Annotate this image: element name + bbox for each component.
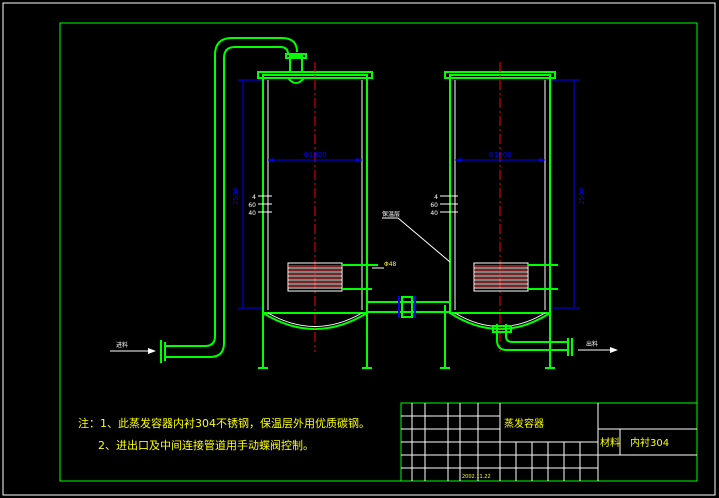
title-block-material-value: 内衬304 <box>630 436 669 449</box>
left-vessel <box>238 53 378 369</box>
title-block-date: 2002.11.22 <box>462 474 491 480</box>
callout-insulation: 保温层 <box>382 210 400 218</box>
title-block: 蒸发容器 材料 内衬304 2002.11.22 <box>400 402 698 482</box>
drawing-frame <box>59 22 698 482</box>
right-diameter-label: Φ1000 <box>488 151 511 159</box>
butterfly-valve <box>401 296 413 318</box>
note-line-1: 注：1、此蒸发容器内衬304不锈钢，保温层外用优质碳钢。 <box>78 417 370 430</box>
left-top-nozzle <box>289 55 303 73</box>
right-height-label: 2500 <box>578 187 586 205</box>
inlet-label: 进料 <box>116 341 128 349</box>
left-diameter-label: Φ1000 <box>303 151 326 159</box>
outlet-label: 出料 <box>586 340 598 348</box>
inlet-pipe <box>160 37 298 363</box>
right-level-mark-1: 4 <box>434 194 438 201</box>
right-heating-coil <box>473 262 558 292</box>
left-level-mark-2: 60 <box>248 202 256 209</box>
note-line-2: 2、进出口及中间连接管道用手动蝶阀控制。 <box>98 439 314 452</box>
leader-insulation <box>382 217 451 263</box>
outlet-pipe <box>492 324 573 356</box>
connection-pipe <box>367 296 450 318</box>
title-block-material-label: 材料 <box>600 436 620 449</box>
callout-pipe-size: Φ48 <box>384 261 397 268</box>
left-heating-coil <box>287 262 378 292</box>
right-vessel <box>440 62 580 369</box>
title-block-drawing-name: 蒸发容器 <box>504 417 544 430</box>
right-level-mark-2: 60 <box>430 202 438 209</box>
left-level-mark-3: 40 <box>248 210 256 217</box>
left-level-mark-1: 4 <box>252 194 256 201</box>
left-height-label: 2500 <box>232 187 240 205</box>
right-level-mark-3: 40 <box>430 210 438 217</box>
